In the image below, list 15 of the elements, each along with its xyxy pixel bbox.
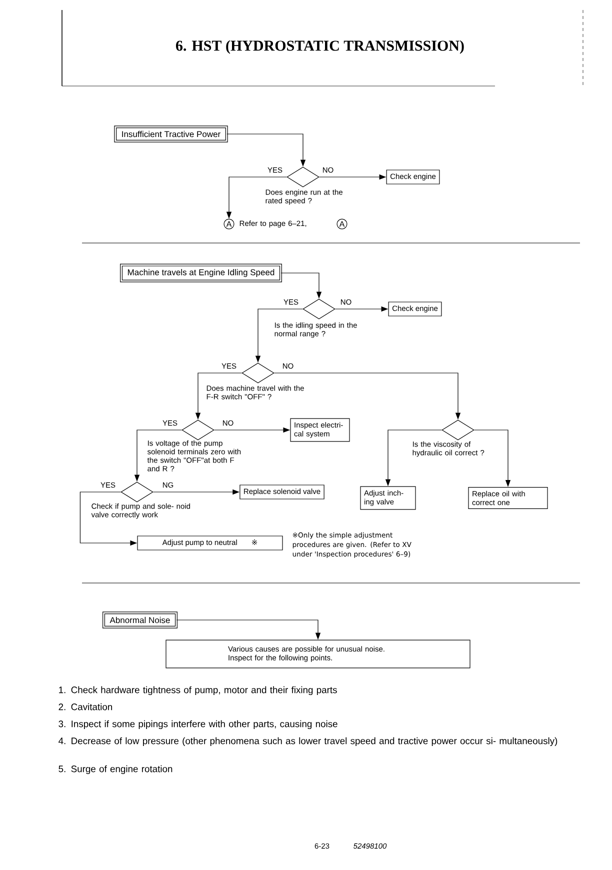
- decision-diamond: [182, 420, 214, 440]
- list-item: 1. Check hardware tightness of pump, motor and their fixing parts: [59, 686, 337, 696]
- list-item: 5. Surge of engine rotation: [58, 765, 172, 774]
- decision-diamond: [286, 166, 320, 188]
- title-box: Insufficient Tractive Power: [114, 126, 228, 142]
- decision-diamond: [302, 298, 336, 320]
- title-box: Machine travels at Engine Idling Speed: [120, 264, 282, 282]
- title: 6. HST (HYDROSTATIC TRANSMISSION): [176, 40, 464, 54]
- decision-diamond: [442, 420, 474, 440]
- decision-diamond: [120, 482, 154, 502]
- list-item: 3. Inspect if some pipings interfere with other parts, causing noise: [58, 720, 338, 730]
- list-item: 4. Decrease of low pressure (other phenomena such as lower travel speed and tractive power occur si- multaneously): [58, 737, 558, 746]
- title-box: Abnormal Noise: [102, 612, 178, 628]
- decision-diamond: [242, 362, 274, 384]
- list-item: 2. Cavitation: [58, 703, 112, 710]
